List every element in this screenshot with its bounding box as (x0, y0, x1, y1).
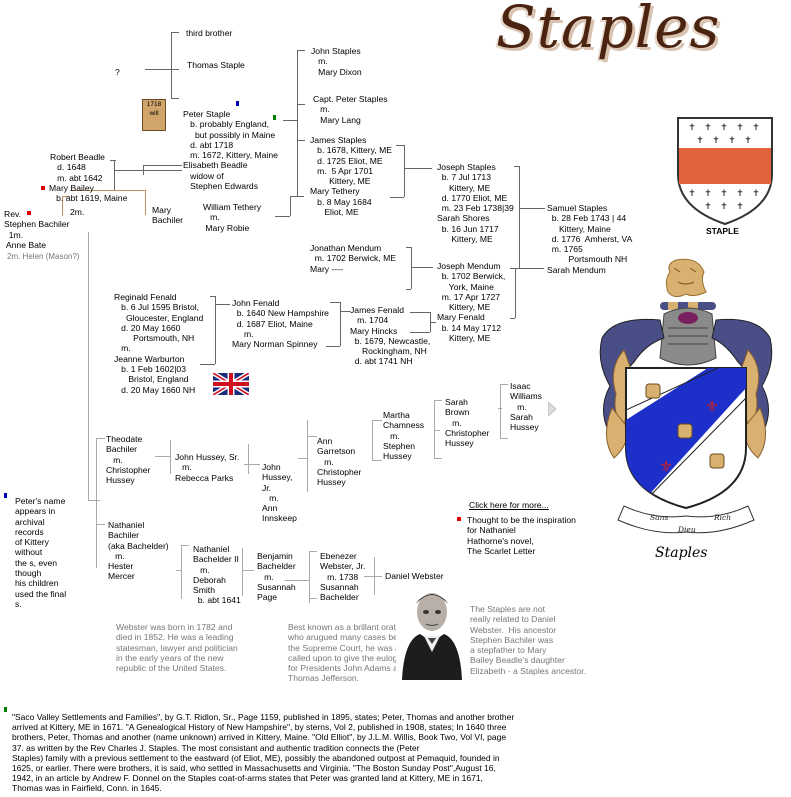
staple-shield-icon: ✝✝✝✝✝ ✝✝✝✝ ✝✝✝✝✝ ✝✝✝ (677, 117, 773, 226)
daniel-webster-portrait (396, 582, 464, 680)
footnote-marker-green-icon (4, 707, 7, 712)
webster-orator-note: Best known as a brillant orator, who aru… (288, 622, 413, 684)
jonathan-mendum: Jonathan Mendum m. 1702 Berwick, ME Mary… (310, 243, 396, 274)
mary-bachiler: Mary Bachiler (152, 205, 184, 226)
third-brother: third brother (186, 28, 233, 38)
capt-peter-staples: Capt. Peter Staples m. Mary Lang (313, 94, 388, 125)
samuel-staples: Samuel Staples b. 28 Feb 1743 | 44 Kitte… (547, 203, 633, 275)
martha-chamness: Martha Chamness m. Stephen Hussey (383, 410, 425, 462)
scarlet-letter-note: Thought to be the inspiration for Nathan… (467, 515, 576, 556)
john-fenald: John Fenald b. 1640 New Hampshire d. 168… (232, 298, 329, 350)
note-marker-red-icon (27, 211, 31, 215)
svg-text:✝: ✝ (728, 136, 736, 146)
ebenezer-webster: Ebenezer Webster, Jr. m. 1738 Susannah B… (320, 551, 366, 603)
svg-text:✝: ✝ (752, 189, 760, 199)
isaac-williams: Isaac Williams m. Sarah Hussey (510, 381, 542, 433)
page-title: Staples (496, 0, 721, 61)
expand-arrow-icon (548, 402, 556, 416)
webster-born-note: Webster was born in 1782 and died in 185… (116, 622, 238, 674)
svg-text:✝: ✝ (736, 123, 744, 133)
footnote-marker-blue-icon (4, 493, 7, 498)
footnote-marker-green-icon (273, 115, 276, 120)
joseph-mendum: Joseph Mendum b. 1702 Berwick, York, Mai… (437, 261, 506, 344)
svg-text:✝: ✝ (720, 202, 728, 212)
nathaniel-bachelder-ii: Nathaniel Bachelder II m. Deborah Smith … (193, 544, 241, 606)
staple-arms-label: STAPLE (706, 226, 739, 236)
james-staples: James Staples b. 1678, Kittery, ME d. 17… (310, 135, 392, 218)
joseph-staples: Joseph Staples b. 7 Jul 1713 Kittery, ME… (437, 162, 514, 245)
staples-arms-caption: Staples (655, 545, 708, 561)
john-staples: John Staples m. Mary Dixon (311, 46, 362, 77)
second-marriage-label: 2m. (70, 207, 85, 217)
svg-text:✝: ✝ (736, 202, 744, 212)
william-tethery: William Tethery m. Mary Robie (203, 202, 262, 233)
reginald-fenald: Reginald Fenald b. 6 Jul 1595 Bristol, G… (114, 292, 204, 395)
note-marker-red-icon (457, 517, 461, 521)
peters-name-note: Peter's name appears in archival records… (15, 496, 67, 609)
benjamin-bachelder: Benjamin Bachelder m. Susannah Page (257, 551, 296, 603)
theodate-bachiler: Theodate Bachiler m. Christopher Hussey (106, 434, 151, 486)
footnote-marker-blue-icon (236, 101, 239, 106)
svg-text:✝: ✝ (744, 136, 752, 146)
note-marker-red-icon (41, 186, 45, 190)
svg-text:✝: ✝ (704, 189, 712, 199)
click-for-more-link[interactable]: Click here for more... (469, 500, 549, 510)
thomas-staple: Thomas Staple (187, 60, 245, 70)
will-1718-document[interactable]: 1718 will (142, 99, 166, 131)
sources-footnote: "Saco Valley Settlements and Families", … (12, 712, 515, 794)
union-jack-flag-icon (213, 373, 249, 395)
peter-staple: Peter Staple b. probably England, but po… (183, 109, 278, 192)
unknown-parent: ? (115, 67, 120, 77)
svg-text:✝: ✝ (688, 189, 696, 199)
svg-text:⚜: ⚜ (705, 397, 719, 416)
svg-text:✝: ✝ (752, 123, 760, 133)
helen-mason: 2m. Helen (Mason?) (7, 252, 80, 261)
svg-text:✝: ✝ (712, 136, 720, 146)
motto-left: Sans (650, 513, 668, 522)
motto-right: Rich (713, 513, 731, 522)
daniel-webster: Daniel Webster (385, 571, 444, 581)
motto-bottom: Dieu (677, 525, 696, 534)
sarah-brown: Sarah Brown m. Christopher Hussey (445, 397, 490, 449)
svg-text:✝: ✝ (704, 202, 712, 212)
staples-coat-of-arms: ⚜ ⚜ Sans Rich Dieu (599, 258, 773, 534)
ann-garretson: Ann Garretson m. Christopher Hussey (317, 436, 362, 488)
svg-text:✝: ✝ (736, 189, 744, 199)
nathaniel-bachiler: Nathaniel Bachiler (aka Bachelder) m. He… (108, 520, 169, 582)
svg-text:⚜: ⚜ (659, 457, 673, 476)
james-fenald: James Fenald m. 1704 Mary Hincks b. 1679… (350, 305, 431, 367)
svg-text:✝: ✝ (696, 136, 704, 146)
svg-text:✝: ✝ (720, 189, 728, 199)
john-hussey-jr: John Hussey, Jr. m. Ann Innskeep (262, 462, 297, 524)
john-hussey-sr: John Hussey, Sr. m. Rebecca Parks (175, 452, 240, 483)
mary-bailey: Mary Bailey b. abt 1619, Maine (49, 183, 128, 204)
stephen-bachiler: Rev. Stephen Bachiler 1m. Anne Bate (4, 209, 70, 250)
robert-beadle: Robert Beadle d. 1648 m. abt 1642 (50, 152, 105, 183)
svg-text:✝: ✝ (704, 123, 712, 133)
svg-text:✝: ✝ (688, 123, 696, 133)
svg-text:✝: ✝ (720, 123, 728, 133)
staples-not-related-note: The Staples are not really related to Da… (470, 604, 587, 676)
